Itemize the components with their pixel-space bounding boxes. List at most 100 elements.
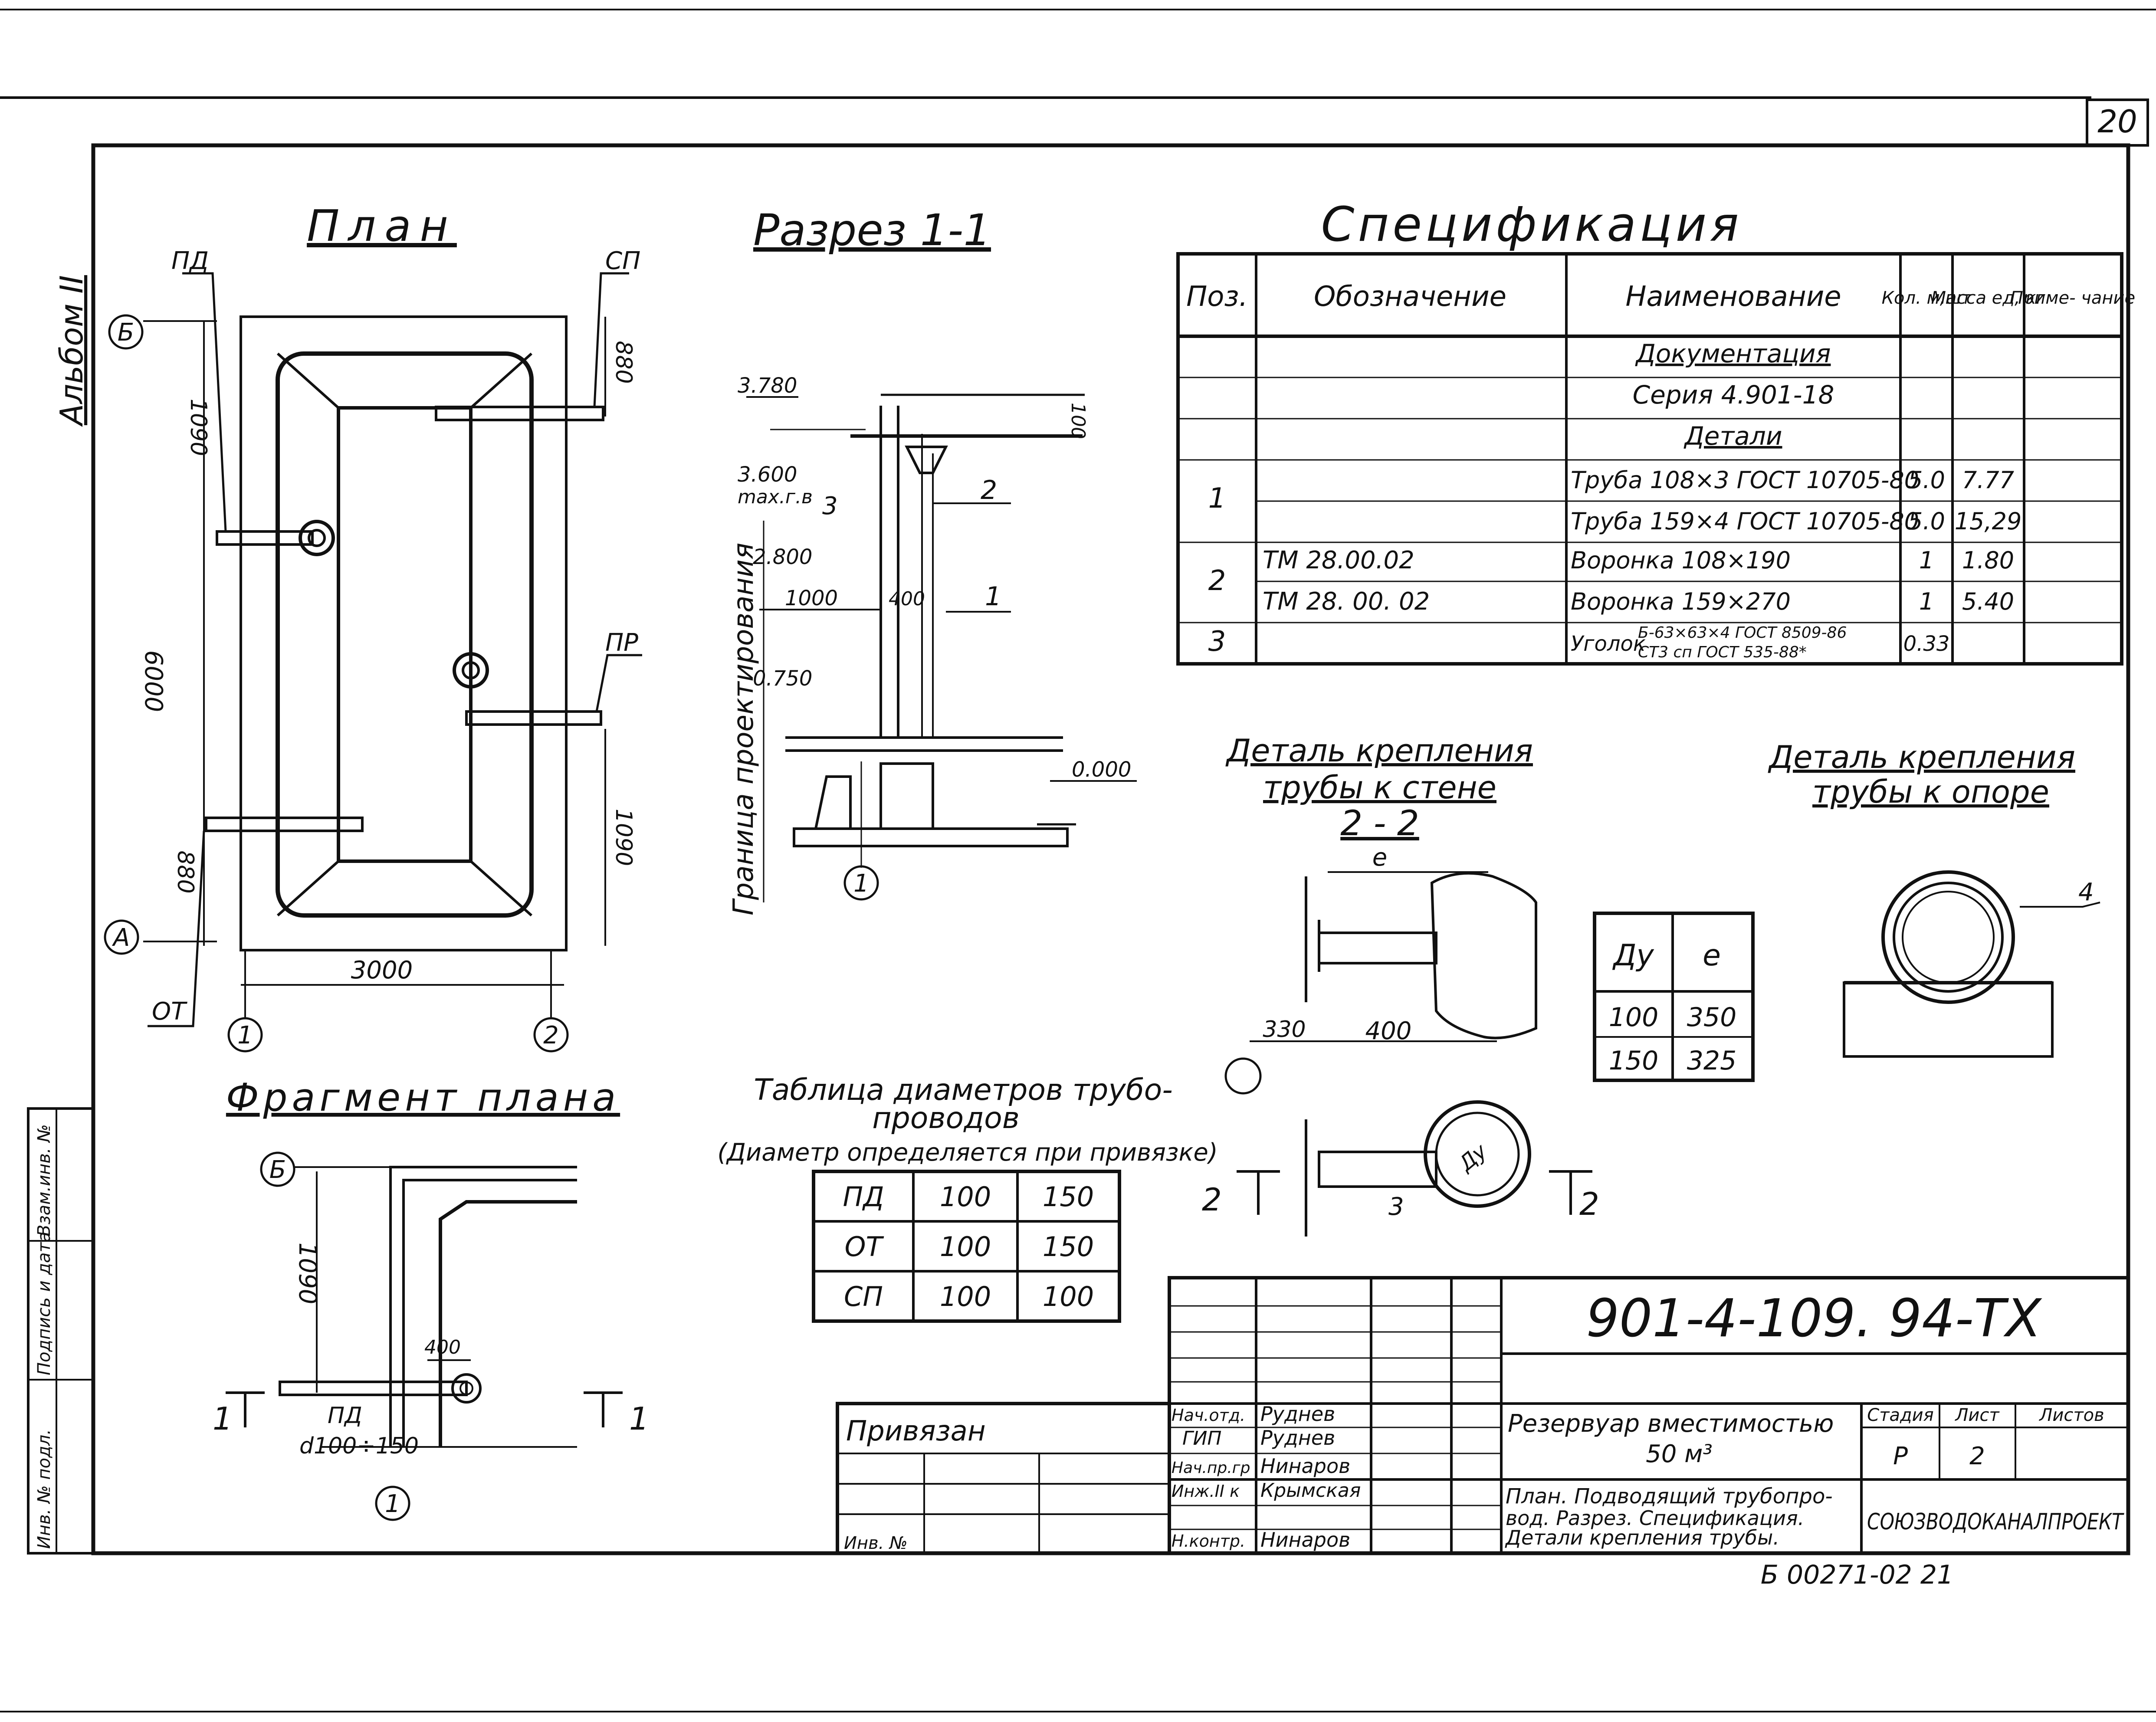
svg-text:Нач.пр.гр: Нач.пр.гр: [1172, 1459, 1250, 1477]
svg-text:План. Подводящий трубопро-: План. Подводящий трубопро-: [1506, 1484, 1833, 1509]
svg-text:1090: 1090: [610, 809, 637, 866]
svg-text:Лист: Лист: [1954, 1405, 2000, 1425]
svg-text:3000: 3000: [351, 956, 413, 984]
section-view: Разрез 1-1 1 3.780 3.600 max.г.в 2.800 0…: [728, 205, 1137, 915]
spec-cell: 1: [1919, 588, 1934, 615]
album-label: Альбом II: [53, 275, 90, 427]
svg-text:330: 330: [1263, 1017, 1306, 1043]
spec-cell: 5.0: [1908, 508, 1945, 535]
diameter-cell: 150: [1043, 1181, 1094, 1213]
svg-text:Инв. № подл.: Инв. № подл.: [34, 1429, 54, 1549]
svg-text:1: 1: [213, 1401, 233, 1437]
svg-text:Руднев: Руднев: [1260, 1426, 1335, 1450]
sheet-number-box: [2086, 98, 2149, 147]
spec-cell: 5.0: [1908, 466, 1945, 494]
svg-text:1000: 1000: [785, 586, 838, 610]
svg-text:2: 2: [543, 1021, 559, 1050]
svg-text:Граница проектирования: Граница проектирования: [728, 543, 760, 915]
spec-cell: СТ3 сп ГОСТ 535-88*: [1638, 643, 1807, 661]
svg-text:Серия 4.901-18: Серия 4.901-18: [1633, 380, 1834, 410]
svg-text:Наименование: Наименование: [1625, 281, 1841, 313]
svg-text:3: 3: [1388, 1193, 1404, 1221]
spec-cell: 1.80: [1962, 547, 2014, 574]
svg-text:Крымская: Крымская: [1260, 1479, 1361, 1502]
diameter-table: Таблица диаметров трубо- проводов (Диаме…: [717, 1073, 1218, 1323]
svg-text:Детали крепления трубы.: Детали крепления трубы.: [1505, 1526, 1779, 1549]
svg-text:Фрагмент плана: Фрагмент плана: [226, 1075, 620, 1120]
diameter-cell: 150: [1043, 1231, 1094, 1263]
diameter-cell: 100: [1043, 1281, 1094, 1312]
svg-text:e: e: [1372, 843, 1387, 872]
svg-text:100: 100: [1067, 403, 1089, 439]
spec-cell: Воронка 108×190: [1571, 547, 1791, 574]
svg-text:(Диаметр определяется при прив: (Диаметр определяется при привязке): [717, 1138, 1217, 1167]
svg-text:50 м³: 50 м³: [1646, 1440, 1713, 1468]
svg-text:ПД: ПД: [171, 247, 209, 275]
svg-text:880: 880: [610, 341, 637, 384]
svg-text:1: 1: [385, 1490, 400, 1518]
svg-text:Масса ед, кг: Масса ед, кг: [1931, 288, 2045, 308]
svg-text:Приме- чание: Приме- чание: [2010, 288, 2135, 308]
svg-text:Нач.отд.: Нач.отд.: [1172, 1406, 1245, 1425]
svg-text:Поз.: Поз.: [1186, 281, 1248, 313]
spec-cell: Б-63×63×4 ГОСТ 8509-86: [1638, 624, 1847, 642]
svg-text:трубы к опоре: трубы к опоре: [1812, 774, 2049, 810]
svg-text:Привязан: Привязан: [846, 1415, 986, 1447]
diameter-cell: ОТ: [845, 1231, 884, 1263]
svg-text:1: 1: [985, 581, 1001, 612]
svg-text:Б 00271-02 21: Б 00271-02 21: [1761, 1560, 1954, 1590]
spec-cell: 5.40: [1962, 588, 2014, 615]
plan-view: План ПД СП ПР ОТ Б А 1 2: [104, 200, 642, 1053]
specification: Спецификация Поз. Обозначение Наименован…: [1176, 197, 2135, 666]
svg-text:Таблица диаметров трубо-: Таблица диаметров трубо-: [754, 1073, 1173, 1107]
left-stamp: Взам.инв. № Подпись и дата Инв. № подл.: [27, 1107, 95, 1555]
diameter-cell: 100: [940, 1231, 991, 1263]
svg-text:Обозначение: Обозначение: [1314, 281, 1506, 313]
svg-text:2: 2: [1969, 1442, 1985, 1470]
spec-cell: ТМ 28.00.02: [1263, 546, 1414, 574]
svg-text:ПД: ПД: [328, 1403, 362, 1429]
svg-text:Подпись и дата: Подпись и дата: [34, 1232, 54, 1375]
diameter-cell: СП: [844, 1281, 883, 1312]
svg-text:2: 2: [981, 475, 997, 505]
sheet-number: 20: [2097, 103, 2137, 140]
detail-support: Деталь крепления трубы к опоре 4: [1768, 739, 2100, 1058]
plan-title: План: [307, 200, 457, 251]
svg-text:А: А: [112, 924, 130, 952]
svg-text:трубы к стене: трубы к стене: [1263, 769, 1496, 806]
svg-text:400: 400: [424, 1336, 461, 1358]
svg-text:1090: 1090: [185, 399, 211, 456]
svg-text:1: 1: [237, 1021, 253, 1050]
svg-text:ОТ: ОТ: [152, 997, 187, 1026]
svg-text:Н.контр.: Н.контр.: [1172, 1532, 1245, 1551]
svg-text:901-4-109. 94-ТХ: 901-4-109. 94-ТХ: [1586, 1289, 2043, 1349]
spec-pos: 3: [1208, 626, 1226, 658]
spec-pos: 2: [1208, 565, 1226, 597]
svg-text:Резервуар вместимостью: Резервуар вместимостью: [1508, 1410, 1834, 1438]
svg-text:150: 150: [1609, 1046, 1659, 1076]
spec-cell: ТМ 28. 00. 02: [1263, 587, 1430, 616]
svg-text:3.780: 3.780: [738, 374, 797, 398]
svg-text:2.800: 2.800: [753, 545, 812, 569]
svg-text:СП: СП: [605, 247, 640, 275]
svg-text:Б: Б: [269, 1156, 286, 1184]
svg-text:1090: 1090: [293, 1243, 322, 1305]
svg-text:ГИП: ГИП: [1182, 1427, 1222, 1450]
svg-text:880: 880: [172, 850, 198, 893]
spec-cell: 7.77: [1962, 466, 2014, 494]
detail-wall: Деталь крепления трубы к стене 2 - 2 e 3…: [1202, 732, 1599, 1237]
svg-text:Взам.инв. №: Взам.инв. №: [34, 1124, 54, 1237]
spec-cell: Труба 159×4 ГОСТ 10705-80: [1571, 508, 1919, 535]
spec-cell: 0.33: [1903, 632, 1950, 656]
svg-text:Б: Б: [118, 318, 134, 347]
svg-text:0.000: 0.000: [1072, 758, 1131, 782]
spec-cell: Труба 108×3 ГОСТ 10705-80: [1571, 466, 1919, 494]
section-title: Разрез 1-1: [753, 205, 991, 256]
svg-text:6000: 6000: [139, 650, 167, 712]
svg-text:1: 1: [629, 1401, 649, 1437]
svg-text:ПР: ПР: [605, 629, 638, 657]
svg-text:2: 2: [1202, 1181, 1222, 1218]
svg-text:400: 400: [889, 588, 925, 610]
